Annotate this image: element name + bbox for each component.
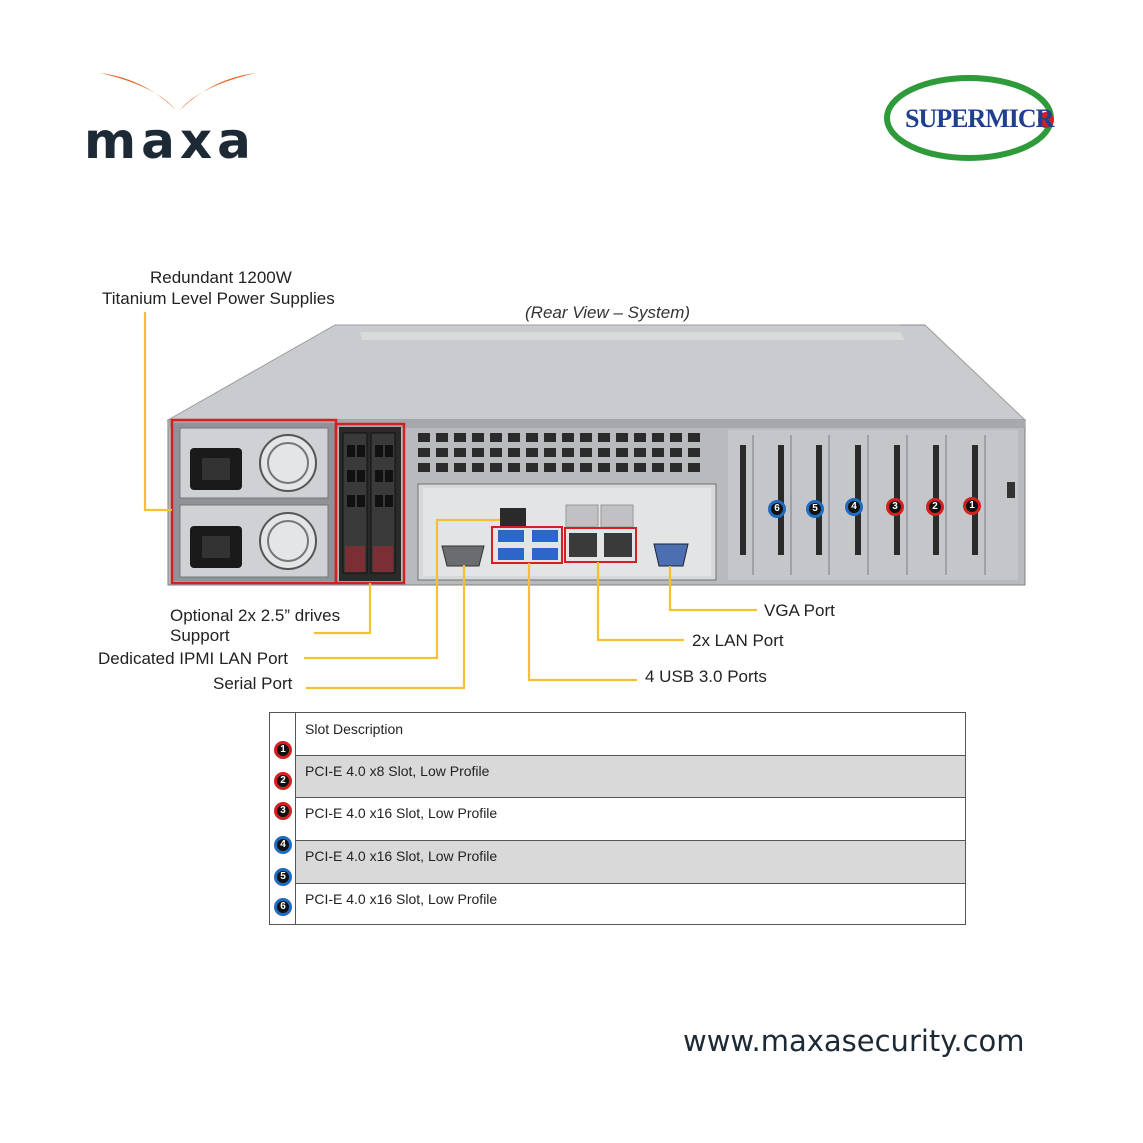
slot-badge-2: 2	[926, 498, 944, 516]
psu-label-line1: Redundant 1200W	[150, 268, 292, 287]
table-badge-1: 1	[274, 741, 292, 759]
ipmi-label: Dedicated IPMI LAN Port	[98, 649, 288, 668]
slot-table-row: PCI-E 4.0 x16 Slot, Low Profile	[296, 798, 965, 841]
slot-table-row: PCI-E 4.0 x16 Slot, Low Profile	[296, 884, 965, 924]
slot-badge-6: 6	[768, 500, 786, 518]
slot-table-row-header: Slot Description	[296, 713, 965, 756]
slot-table-row-text: PCI-E 4.0 x16 Slot, Low Profile	[305, 805, 498, 821]
rear-view-caption: (Rear View – System)	[525, 303, 691, 322]
server-rear-illustration	[143, 312, 1027, 690]
slot-table-row: PCI-E 4.0 x8 Slot, Low Profile	[296, 756, 965, 798]
slot-table-badge-column	[270, 713, 296, 924]
slot-badge-1: 1	[963, 497, 981, 515]
table-badge-5: 5	[274, 868, 292, 886]
slot-badge-4: 4	[845, 498, 863, 516]
table-badge-6: 6	[274, 898, 292, 916]
lan-label: 2x LAN Port	[692, 631, 784, 650]
serial-label: Serial Port	[213, 674, 293, 693]
slot-table-header-text: Slot Description	[305, 721, 404, 737]
usb-label: 4 USB 3.0 Ports	[645, 667, 767, 686]
slot-table: Slot Description PCI-E 4.0 x8 Slot, Low …	[269, 712, 966, 925]
slot-table-row-text: PCI-E 4.0 x16 Slot, Low Profile	[305, 891, 498, 907]
slot-badge-5: 5	[806, 500, 824, 518]
table-badge-4: 4	[274, 836, 292, 854]
slot-badge-3: 3	[886, 498, 904, 516]
slot-table-row-text: PCI-E 4.0 x16 Slot, Low Profile	[305, 848, 498, 864]
table-badge-3: 3	[274, 802, 292, 820]
vga-label: VGA Port	[764, 601, 835, 620]
website-link[interactable]: www.maxasecurity.com	[683, 1024, 1025, 1058]
drives-label-line2: Support	[170, 626, 230, 645]
maxa-wordmark: maxa	[84, 112, 256, 170]
slot-table-row: PCI-E 4.0 x16 Slot, Low Profile	[296, 841, 965, 884]
slot-table-row-text: PCI-E 4.0 x8 Slot, Low Profile	[305, 763, 490, 779]
drives-label-line1: Optional 2x 2.5” drives	[170, 606, 341, 625]
psu-label-line2: Titanium Level Power Supplies	[102, 289, 335, 308]
supermicro-logo-ring	[884, 75, 1054, 161]
table-badge-2: 2	[274, 772, 292, 790]
supermicro-wordmark: SUPERMICR	[905, 104, 1054, 133]
